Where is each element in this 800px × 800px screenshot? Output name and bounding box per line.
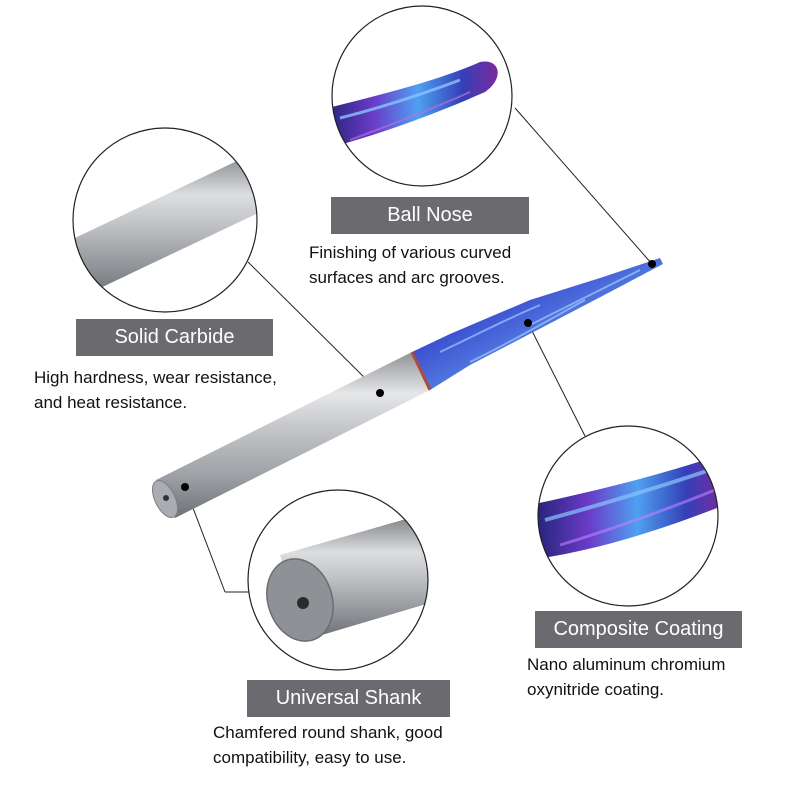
universal-shank-description-line-2: compatibility, easy to use. bbox=[213, 748, 407, 767]
dot-ball-nose bbox=[648, 260, 656, 268]
composite-coating-description-line-2: oxynitride coating. bbox=[527, 680, 665, 699]
carbide-shank bbox=[156, 352, 430, 518]
dot-composite-coating bbox=[524, 319, 532, 327]
ball-nose-label: Ball Nose bbox=[331, 197, 529, 234]
composite-coating-description: Nano aluminum chromium oxynitride coatin… bbox=[527, 652, 725, 702]
dot-universal-shank bbox=[181, 483, 189, 491]
zoom-circle-solid-carbide bbox=[72, 127, 258, 313]
solid-carbide-label: Solid Carbide bbox=[76, 319, 273, 356]
universal-shank-description-line-1: Chamfered round shank, good bbox=[213, 723, 443, 742]
leader-line-ball-nose bbox=[514, 107, 653, 265]
dot-solid-carbide bbox=[376, 389, 384, 397]
leader-line-composite-coating bbox=[527, 322, 586, 437]
solid-carbide-description-line-1: High hardness, wear resistance, bbox=[34, 368, 277, 387]
shank-center-hole bbox=[163, 495, 169, 501]
solid-carbide-description: High hardness, wear resistance, and heat… bbox=[34, 365, 277, 415]
universal-shank-description: Chamfered round shank, good compatibilit… bbox=[213, 720, 443, 770]
flute-highlight bbox=[439, 269, 641, 363]
end-mill-tool bbox=[151, 258, 663, 519]
leader-line-solid-carbide bbox=[247, 261, 381, 394]
coating-border-ring bbox=[410, 351, 432, 391]
ball-nose-description-line-2: surfaces and arc grooves. bbox=[309, 268, 505, 287]
universal-shank-label: Universal Shank bbox=[247, 680, 450, 717]
solid-carbide-description-line-2: and heat resistance. bbox=[34, 393, 188, 412]
zoom-circle-composite-coating bbox=[537, 425, 719, 607]
zoom-circle-ball-nose bbox=[331, 5, 513, 187]
ball-nose-description-line-1: Finishing of various curved bbox=[309, 243, 512, 262]
coated-flute bbox=[412, 258, 663, 390]
callout-dots bbox=[181, 260, 656, 491]
composite-coating-label: Composite Coating bbox=[535, 611, 742, 648]
zoom-circle-universal-shank bbox=[247, 489, 429, 671]
ball-nose-description: Finishing of various curved surfaces and… bbox=[309, 240, 511, 290]
composite-coating-description-line-1: Nano aluminum chromium bbox=[527, 655, 726, 674]
